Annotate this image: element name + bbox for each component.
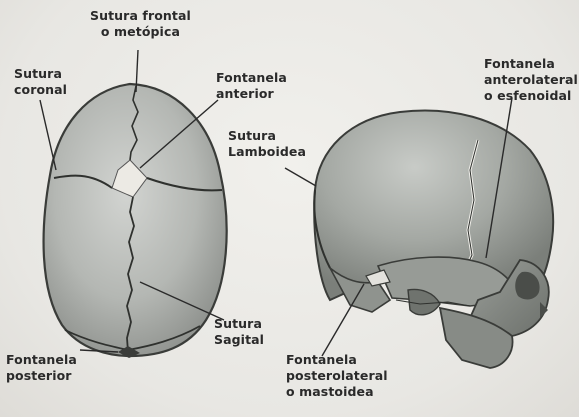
skull-top-view <box>44 84 227 358</box>
label-fontanela-posterior: Fontanela posterior <box>6 352 77 384</box>
label-fontanela-anterolateral: Fontanela anterolateral o esfenoidal <box>484 56 578 104</box>
leader-sutura-lamboidea <box>285 168 316 186</box>
leader-sutura-coronal <box>40 100 56 170</box>
label-sutura-sagital: Sutura Sagital <box>214 316 264 348</box>
label-sutura-frontal: Sutura frontal o metópica <box>90 8 191 40</box>
label-fontanela-posterolateral: Fontanela posterolateral o mastoidea <box>286 352 388 400</box>
label-fontanela-anterior: Fontanela anterior <box>216 70 287 102</box>
label-sutura-coronal: Sutura coronal <box>14 66 67 98</box>
label-sutura-lamboidea: Sutura Lamboidea <box>228 128 306 160</box>
skull-side-view <box>314 111 553 368</box>
